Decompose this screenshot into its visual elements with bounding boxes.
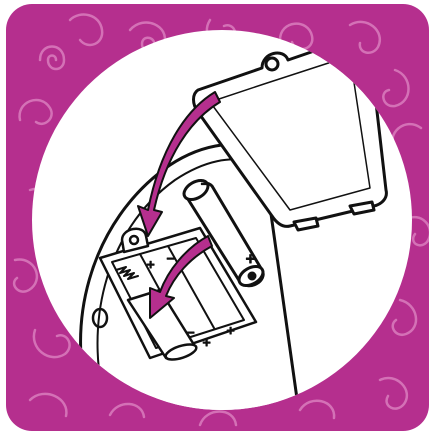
compartment-minus-mark-bottom: −	[186, 326, 195, 339]
compartment-minus-mark-top: −	[166, 252, 175, 265]
battery-minus-mark: −	[200, 177, 211, 192]
battery-plus-mark: +	[245, 252, 256, 267]
compartment-plus-mark-bottom: +	[226, 324, 235, 337]
compartment-plus-mark-top: +	[146, 258, 155, 271]
compartment-plus-mark-slot: +	[202, 336, 211, 349]
